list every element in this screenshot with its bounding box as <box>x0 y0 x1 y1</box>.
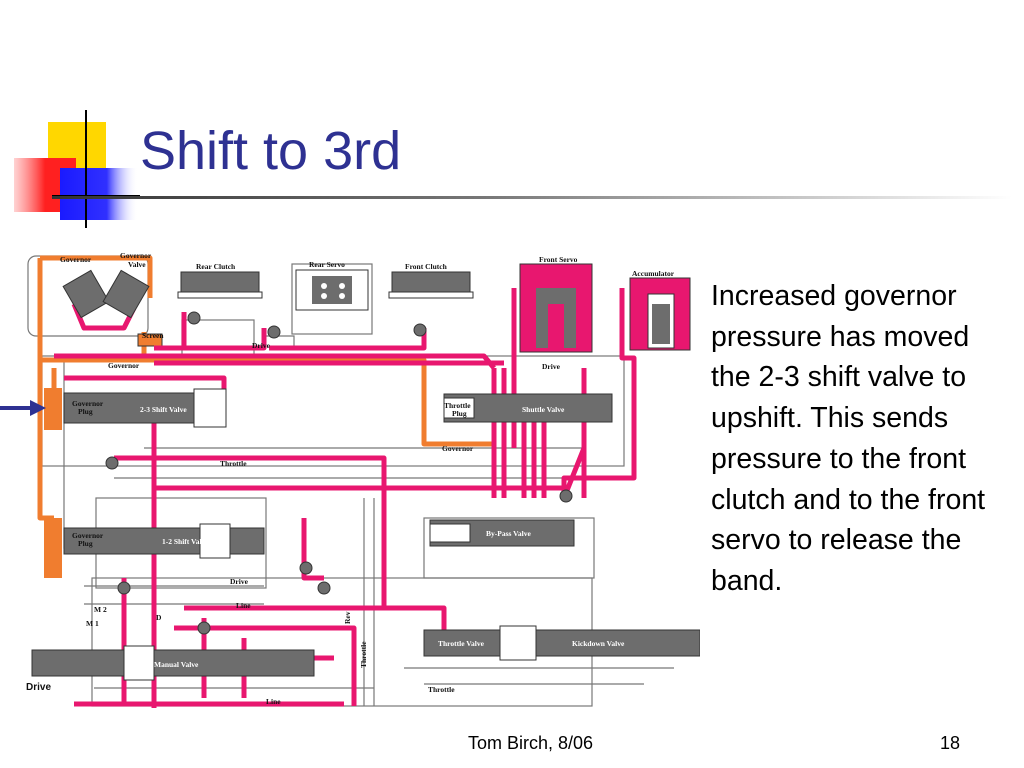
rear-clutch-label: Rear Clutch <box>196 262 236 271</box>
governor-valve-label-2: Valve <box>128 260 146 269</box>
throttle-line-label-bottom: Throttle <box>428 685 455 694</box>
title-divider <box>52 196 1012 199</box>
m1-label: M 1 <box>86 619 99 628</box>
line-label-2: Line <box>266 697 281 706</box>
governor-plug-label-1: Governor <box>72 399 104 408</box>
shift-valve-23-label: 2-3 Shift Valve <box>140 405 187 414</box>
hydraulic-circuit-diagram: Rear Clutch Rear Servo Front Clutch Fron… <box>24 248 701 710</box>
throttle-plug-label-2: Plug <box>452 409 467 418</box>
slide-body-text: Increased governor pressure has moved th… <box>711 280 986 597</box>
slide-logo <box>0 100 140 240</box>
throttle-plug-label-1: Throttle <box>444 401 471 410</box>
slide-title: Shift to 3rd <box>140 121 402 181</box>
throttle-vertical-label: Throttle <box>359 641 368 668</box>
shuttle-valve-label: Shuttle Valve <box>522 405 565 414</box>
line-label-1: Line <box>236 601 251 610</box>
throttle-line-label: Throttle <box>220 459 247 468</box>
governor-line-label: Governor <box>108 361 140 370</box>
governor-label: Governor <box>60 255 92 264</box>
front-servo-label: Front Servo <box>539 255 578 264</box>
plug-label-1: Plug <box>78 407 93 416</box>
governor-plug-label-2: Governor <box>72 531 104 540</box>
by-pass-valve-label: By-Pass Valve <box>486 529 531 538</box>
governor-line-label-2: Governor <box>442 444 474 453</box>
rear-servo-label: Rear Servo <box>309 260 345 269</box>
screen-label: Screen <box>142 331 164 340</box>
manual-valve-label: Manual Valve <box>154 660 199 669</box>
accumulator-label: Accumulator <box>632 269 675 278</box>
pointer-arrow-icon <box>0 400 46 416</box>
shift-valve-12-label: 1-2 Shift Valve <box>162 537 209 546</box>
governor-valve-label-1: Governor <box>120 251 152 260</box>
d-label: D <box>156 613 162 622</box>
drive-label-top: Drive <box>252 341 271 350</box>
throttle-valve-label: Throttle Valve <box>438 639 485 648</box>
front-clutch-label: Front Clutch <box>405 262 448 271</box>
m2-label: M 2 <box>94 605 107 614</box>
slide-footer: Tom Birch, 8/06 <box>468 733 594 753</box>
drive-label-right: Drive <box>542 362 561 371</box>
slide-page-number: 18 <box>940 733 961 753</box>
kickdown-valve-label: Kickdown Valve <box>572 639 625 648</box>
plug-label-2: Plug <box>78 539 93 548</box>
rev-label: Rev <box>343 611 352 624</box>
drive-label-bottom: Drive <box>26 682 51 693</box>
drive-label-mid: Drive <box>230 577 249 586</box>
